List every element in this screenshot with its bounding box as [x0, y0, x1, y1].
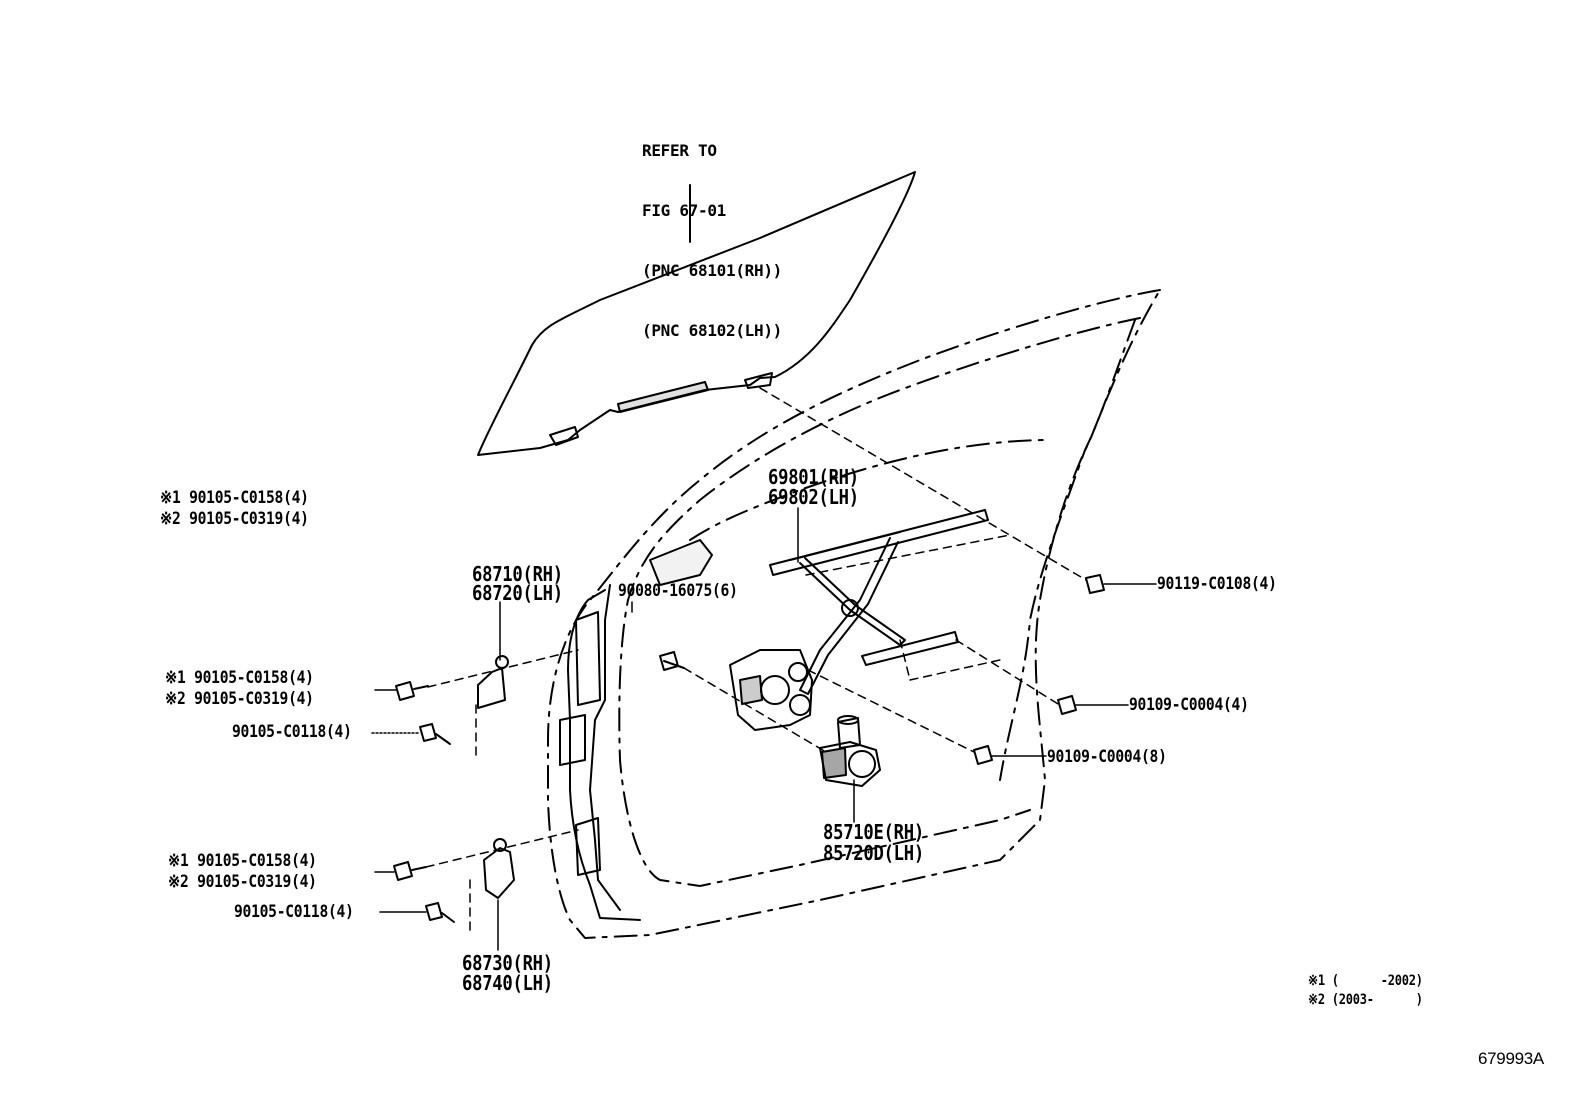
- regulator-label-lh: 69802(LH): [768, 485, 859, 509]
- refer-line-4: (PNC 68102(LH)): [642, 321, 782, 340]
- bolt-icon: [1057, 695, 1077, 715]
- upper-hinge-bolt-label-3: 90105-C0118(4): [232, 722, 352, 742]
- upper-hinge-label-rh: 68710(RH): [472, 562, 563, 586]
- top-left-bolt-label-2: ※2 90105-C0319(4): [160, 509, 309, 529]
- lower-hinge-label-rh: 68730(RH): [462, 951, 553, 975]
- leader-lines: [371, 507, 1157, 951]
- motor-label-lh: 85720D(LH): [823, 841, 924, 865]
- lower-hinge-bolt-label-3: 90105-C0118(4): [234, 902, 354, 922]
- upper-door-hinge: [477, 655, 509, 709]
- bolt-icon: [1085, 574, 1105, 594]
- bolt-icon: [973, 745, 993, 765]
- door-hinge-pillar: [559, 539, 713, 921]
- motor-label-rh: 85710E(RH): [823, 820, 924, 844]
- bolt-icon: [395, 681, 429, 701]
- bolt-right-label-3: 90109-C0004(8): [1047, 747, 1167, 767]
- refer-line-1: REFER TO: [642, 141, 717, 160]
- footnote-1: ※1 ( -2002): [1308, 973, 1423, 989]
- refer-note: REFER TO FIG 67-01 (PNC 68101(RH)) (PNC …: [642, 101, 782, 361]
- upper-hinge-bolt-label-2: ※2 90105-C0319(4): [165, 689, 314, 709]
- bolt-icon: [393, 861, 427, 881]
- bolt-right-label-1: 90119-C0108(4): [1157, 574, 1277, 594]
- upper-hinge-label-lh: 68720(LH): [472, 581, 563, 605]
- regulator-motor: [819, 715, 881, 787]
- lower-door-hinge: [483, 838, 515, 899]
- regulator-label-rh: 69801(RH): [768, 465, 859, 489]
- upper-hinge-bolt-label-1: ※1 90105-C0158(4): [165, 668, 314, 688]
- bolt-icon: [425, 902, 455, 923]
- lower-hinge-bolt-label-1: ※1 90105-C0158(4): [168, 851, 317, 871]
- regulator-bolt-label: 90080-16075(6): [618, 581, 738, 601]
- refer-line-2: FIG 67-01: [642, 201, 726, 220]
- window-regulator: [729, 509, 989, 731]
- bolt-right-label-2: 90109-C0004(4): [1129, 695, 1249, 715]
- bolt-icon: [659, 651, 685, 671]
- lower-hinge-bolt-label-2: ※2 90105-C0319(4): [168, 872, 317, 892]
- assembly-dashed-lines: [425, 387, 1087, 931]
- window-glass: [477, 171, 916, 456]
- diagram-id: 679993A: [1478, 1049, 1544, 1068]
- lower-hinge-label-lh: 68740(LH): [462, 971, 553, 995]
- top-left-bolt-label-1: ※1 90105-C0158(4): [160, 488, 309, 508]
- refer-line-3: (PNC 68101(RH)): [642, 261, 782, 280]
- footnote-2: ※2 (2003- ): [1308, 992, 1423, 1008]
- door-frame-outline: [547, 289, 1161, 939]
- bolt-icon: [419, 723, 451, 745]
